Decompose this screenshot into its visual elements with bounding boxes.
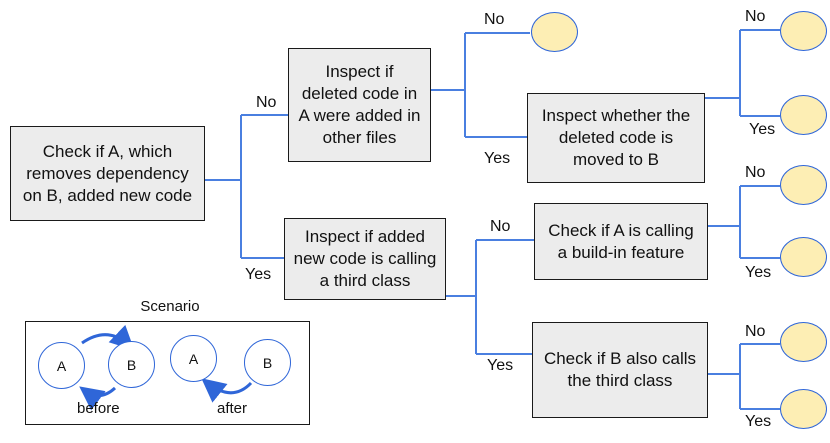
outcome-circle <box>780 11 827 51</box>
outcome-circle <box>780 165 827 205</box>
scenario-node-b-after: B <box>244 339 291 386</box>
edge-label-build-yes: Yes <box>745 264 772 281</box>
connector-moved-to-b <box>705 29 780 117</box>
scenario-node-b-before: B <box>108 341 155 388</box>
connector-build-in <box>708 185 780 259</box>
edge-label-deleted-yes: Yes <box>484 150 511 167</box>
outcome-circle <box>780 322 827 362</box>
outcome-circle <box>780 95 827 135</box>
edge-label-moved-yes: Yes <box>749 121 776 138</box>
edge-label-deleted-no: No <box>484 11 505 28</box>
decision-box-third-class: Inspect if added new code is calling a t… <box>284 218 446 300</box>
connector-third-class <box>446 239 534 355</box>
edge-label-third-no: No <box>490 218 511 235</box>
edge-label-moved-no: No <box>745 8 766 25</box>
decision-box-root: Check if A, which removes dependency on … <box>10 126 205 221</box>
connector-root <box>205 114 288 259</box>
connector-deleted-code <box>431 32 530 138</box>
outcome-circle <box>531 12 578 52</box>
scenario-node-a-after: A <box>170 335 217 382</box>
decision-box-moved-to-b: Inspect whether the deleted code is move… <box>527 93 705 183</box>
connector-b-calls-third <box>708 343 780 410</box>
scenario-caption-after: after <box>217 400 248 417</box>
edge-label-root-no: No <box>256 94 277 111</box>
edge-label-bcalls-yes: Yes <box>745 413 772 430</box>
decision-box-b-calls-third: Check if B also calls the third class <box>532 322 708 418</box>
decision-box-build-in: Check if A is calling a build-in feature <box>534 203 708 280</box>
outcome-circle <box>780 237 827 277</box>
scenario-node-a-before: A <box>38 342 85 389</box>
decision-box-deleted-code: Inspect if deleted code in A were added … <box>288 48 431 162</box>
edge-label-root-yes: Yes <box>245 266 272 283</box>
edge-label-build-no: No <box>745 164 766 181</box>
edge-label-bcalls-no: No <box>745 323 766 340</box>
before-arrow-b-to-a <box>79 386 117 411</box>
scenario-title: Scenario <box>140 298 200 315</box>
outcome-circle <box>780 389 827 429</box>
after-arrow-b-to-a <box>201 378 253 403</box>
edge-label-third-yes: Yes <box>487 357 514 374</box>
scenario-caption-before: before <box>77 400 120 417</box>
